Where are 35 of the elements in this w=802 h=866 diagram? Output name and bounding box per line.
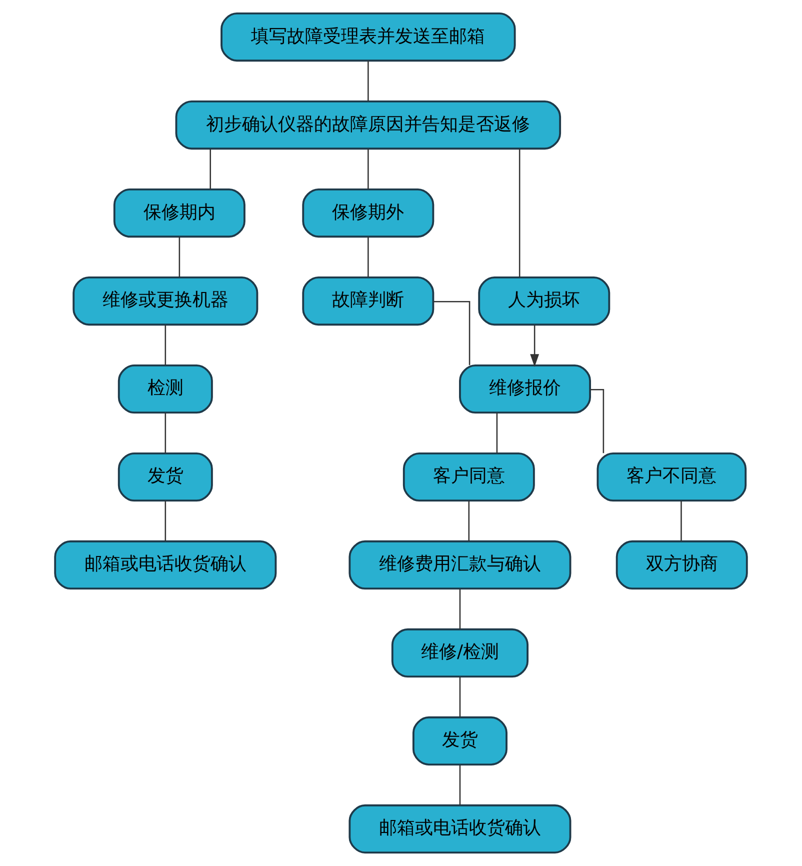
connector [434, 301, 470, 366]
node-box: 人为损坏 [478, 276, 610, 326]
node-box: 维修或更换机器 [72, 276, 258, 326]
node-box: 邮箱或电话收货确认 [348, 804, 572, 854]
node-box: 客户不同意 [596, 452, 747, 502]
node-box: 维修/检测 [391, 628, 529, 678]
node-box: 维修报价 [459, 364, 591, 414]
node-box: 检测 [118, 364, 213, 414]
node-box: 发货 [412, 716, 508, 766]
connector [368, 61, 369, 102]
node-box: 双方协商 [616, 540, 748, 590]
node-box: 维修费用汇款与确认 [348, 540, 572, 590]
node-box: 发货 [118, 452, 213, 502]
connector [164, 325, 166, 365]
node-box: 初步确认仪器的故障原因并告知是否返修 [175, 100, 562, 150]
connector [459, 765, 461, 805]
connector [164, 501, 166, 541]
node-box: 保修期内 [113, 188, 246, 238]
connector [518, 148, 520, 278]
connector [368, 237, 369, 277]
node-box: 故障判断 [302, 276, 434, 326]
connector [496, 413, 498, 453]
node-box: 保修期外 [302, 188, 434, 238]
connector [164, 413, 166, 453]
node-box: 填写故障受理表并发送至邮箱 [220, 12, 516, 62]
connector [468, 501, 470, 541]
connector [459, 677, 461, 717]
connector [210, 149, 211, 190]
arrow [530, 325, 540, 367]
connector [680, 501, 682, 541]
connector [178, 237, 180, 277]
connector [368, 149, 369, 190]
node-box: 邮箱或电话收货确认 [54, 540, 277, 590]
node-box: 客户同意 [402, 452, 535, 502]
connector [459, 589, 461, 629]
